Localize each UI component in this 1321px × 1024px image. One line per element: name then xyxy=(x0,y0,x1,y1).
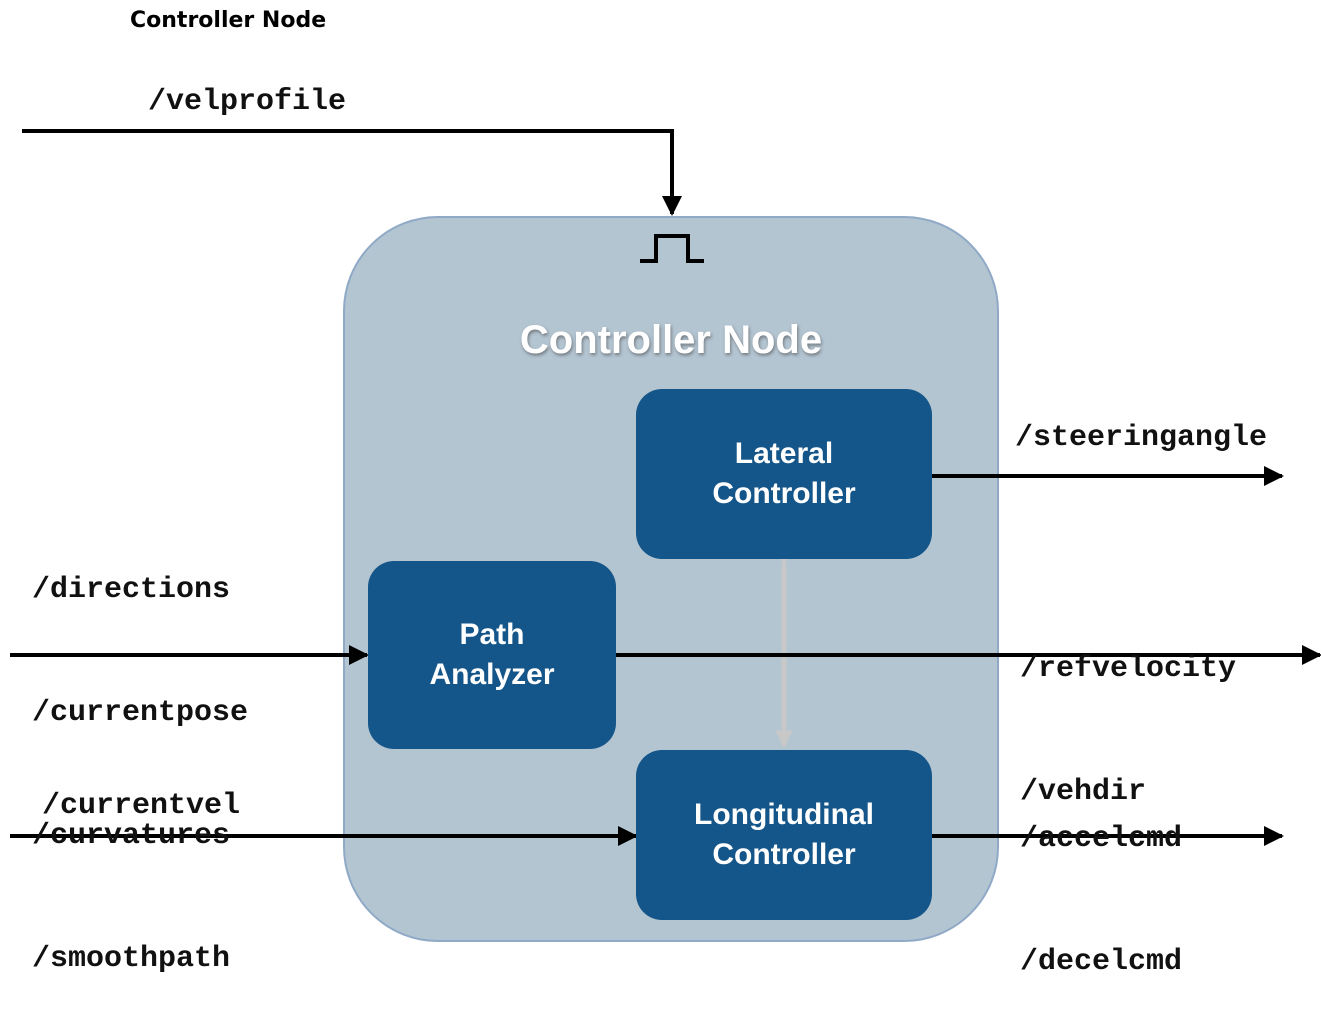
path-analyzer-block: Path Analyzer xyxy=(368,561,616,749)
vehdir-topic: /vehdir xyxy=(1020,775,1147,809)
lateral-controller-block: Lateral Controller xyxy=(636,389,932,559)
directions-topic: /directions xyxy=(32,573,231,607)
connection-arrows xyxy=(10,129,1321,846)
pulse-trigger-icon xyxy=(640,234,704,263)
velprofile-topic: /velprofile xyxy=(148,85,347,119)
velprofile-arrow xyxy=(22,129,682,216)
curvatures-topic: /curvatures xyxy=(32,819,231,853)
lateral-controller-label-line1: Lateral xyxy=(734,437,834,470)
decelcmd-topic: /decelcmd xyxy=(1020,945,1183,979)
longitudinal-controller-label-line1: Longitudinal xyxy=(694,798,874,831)
reference-output-topics: /refvelocity /vehdir xyxy=(1020,567,1236,854)
accelcmd-topic: /accelcmd xyxy=(1020,822,1183,856)
currentpose-topic: /currentpose xyxy=(32,696,249,730)
longitudinal-controller-block: Longitudinal Controller xyxy=(636,750,932,920)
refvelocity-topic: /refvelocity xyxy=(1020,652,1237,686)
path-analyzer-label-line2: Analyzer xyxy=(429,658,555,691)
longitudinal-controller-label-line2: Controller xyxy=(712,838,856,871)
steeringangle-topic: /steeringangle xyxy=(1015,421,1268,455)
currentvel-topic: /currentvel xyxy=(42,789,241,823)
path-analyzer-label-line1: Path xyxy=(459,618,525,651)
lateral-controller-label-line2: Controller xyxy=(712,477,856,510)
node-title: Controller Node xyxy=(519,318,823,362)
command-output-topics: /accelcmd /decelcmd xyxy=(1020,737,1182,1024)
smoothpath-topic: /smoothpath xyxy=(32,942,231,976)
page-heading: Controller Node xyxy=(130,8,327,33)
path-input-topics: /directions /currentpose /curvatures /sm… xyxy=(32,488,248,1021)
